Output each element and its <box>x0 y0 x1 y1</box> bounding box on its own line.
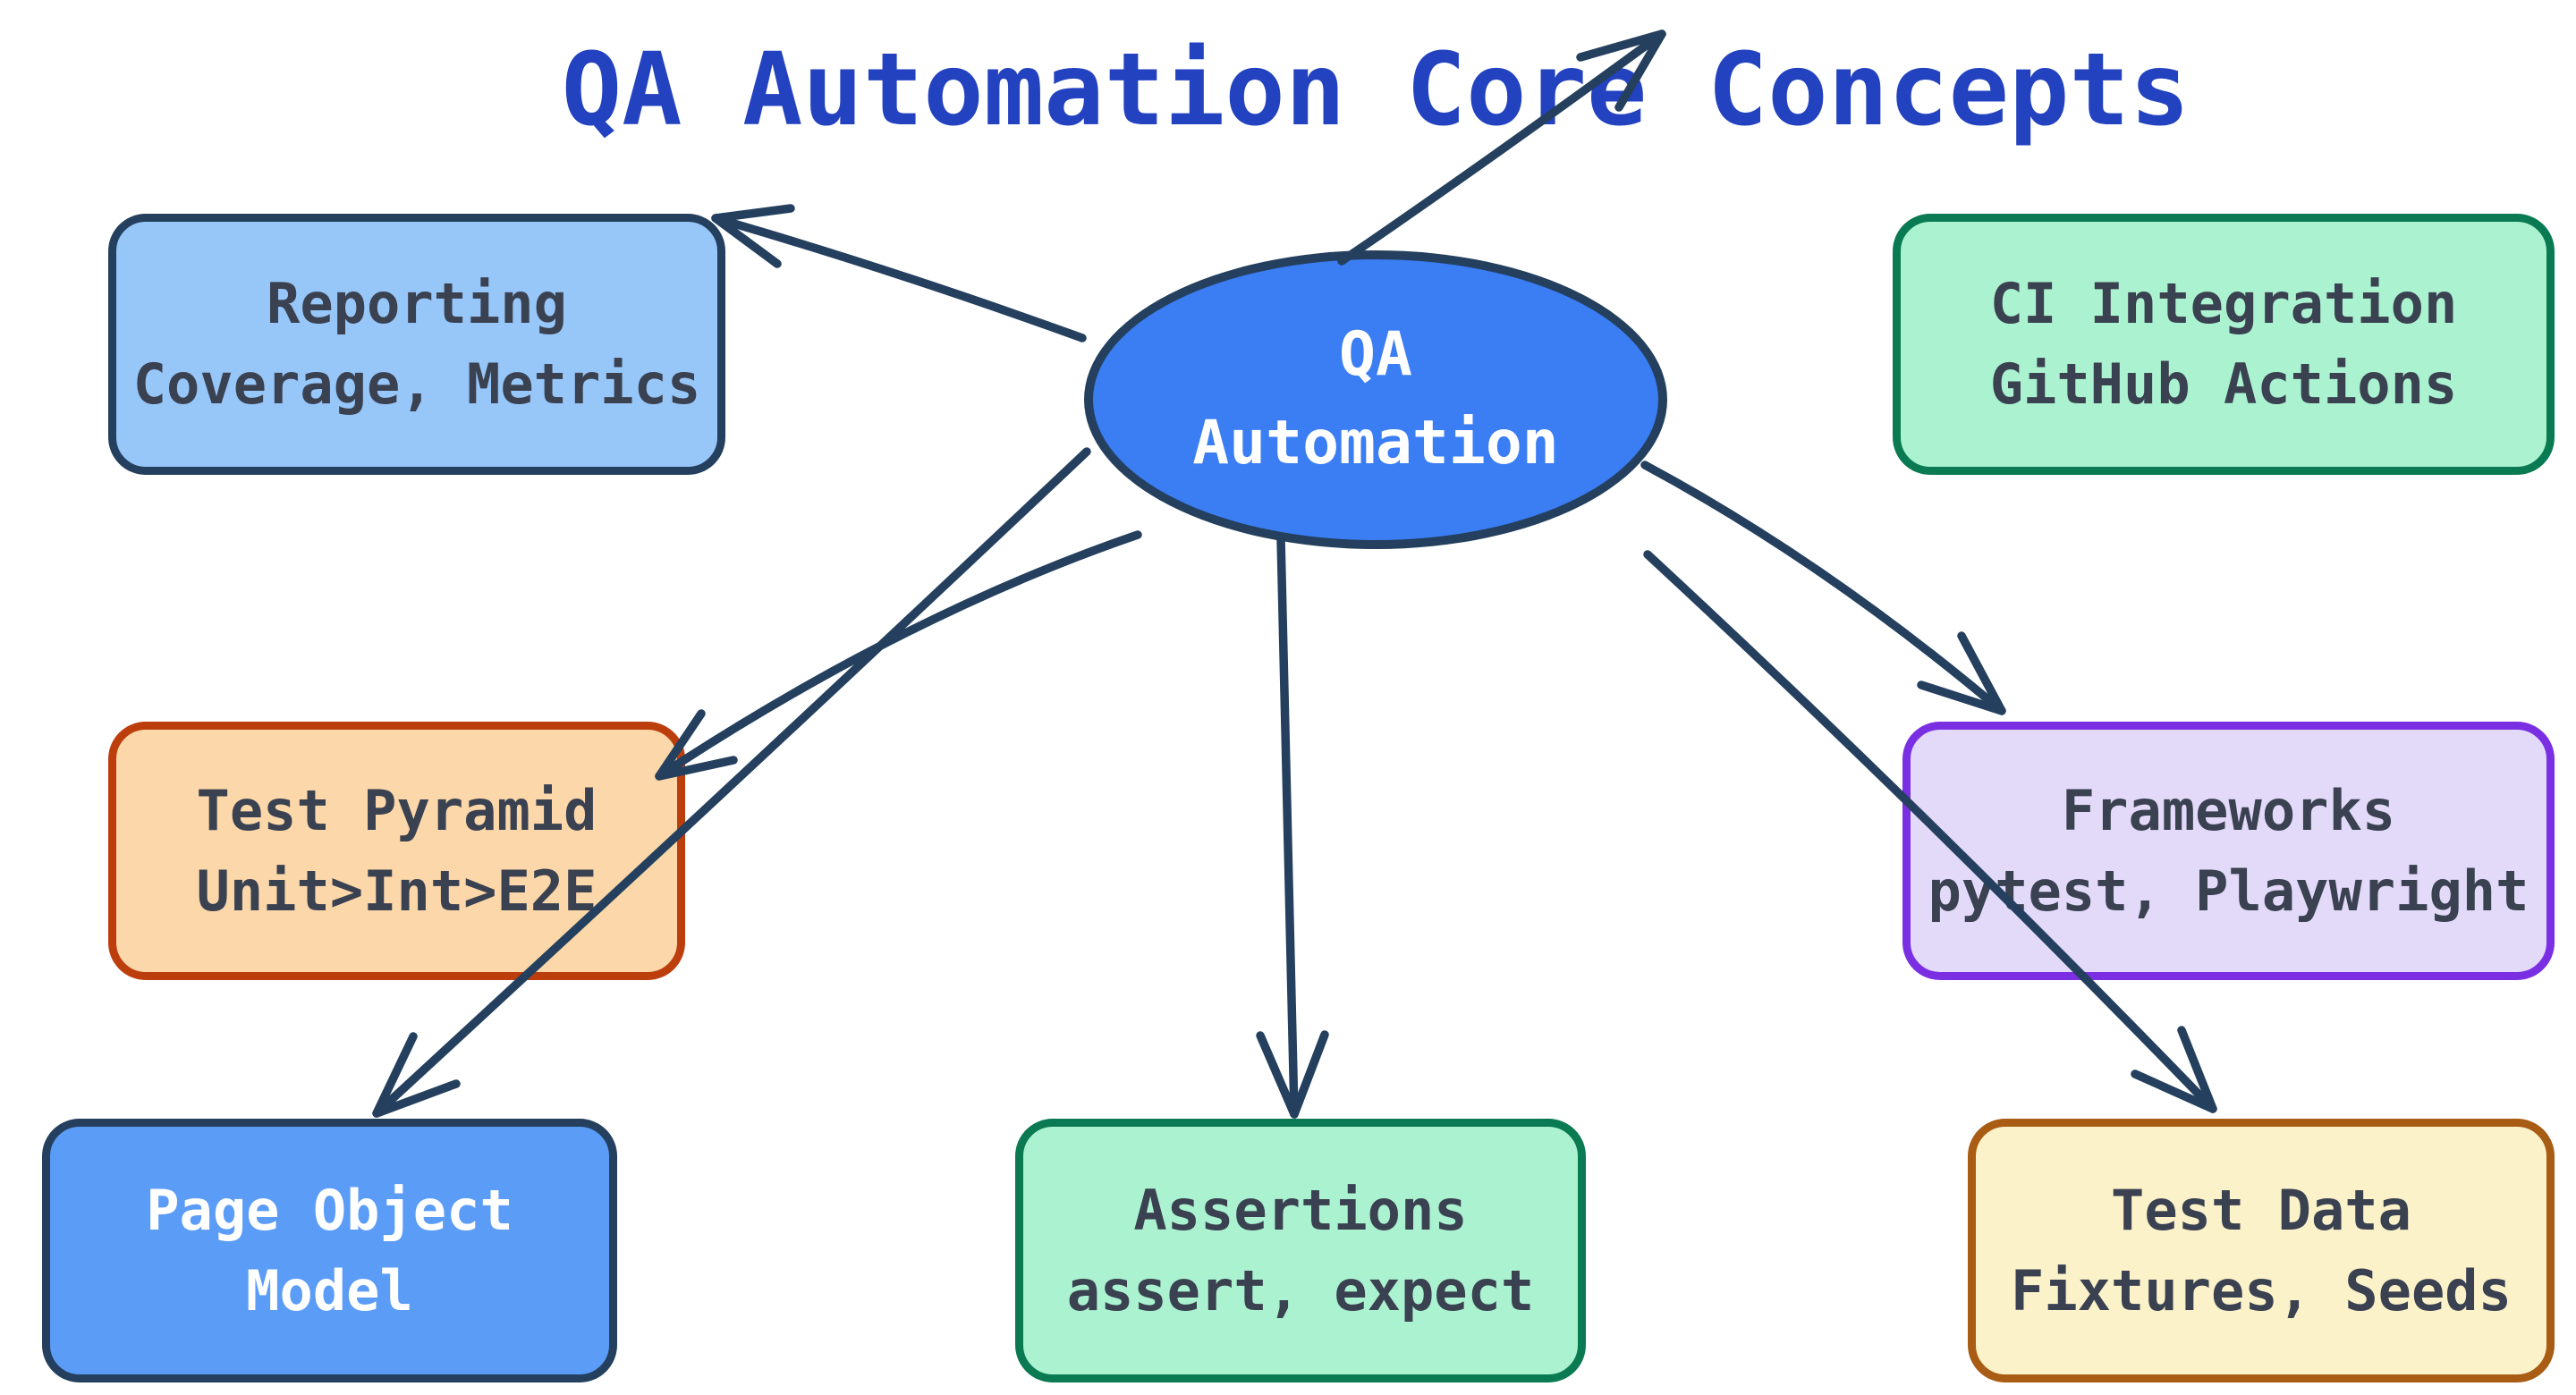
node-test-pyramid-line2: Unit>Int>E2E <box>196 858 597 924</box>
node-test-pyramid-line1: Test Pyramid <box>196 777 597 843</box>
node-assertions: Assertions assert, expect <box>1015 1119 1586 1382</box>
node-assertions-line2: assert, expect <box>1066 1257 1535 1323</box>
node-test-pyramid: Test Pyramid Unit>Int>E2E <box>108 722 685 980</box>
node-test-data-line1: Test Data <box>2111 1177 2411 1243</box>
edge-qa-to-reporting <box>711 214 1087 342</box>
node-qa-automation-line1: QA <box>1339 319 1412 391</box>
node-reporting: Reporting Coverage, Metrics <box>108 214 725 475</box>
node-ci-integration-line1: CI Integration <box>1989 271 2458 337</box>
node-page-object-model-line2: Model <box>246 1257 413 1323</box>
node-ci-integration: CI Integration GitHub Actions <box>1893 214 2555 475</box>
edge-qa-to-test-data-arrowhead-icon <box>2131 1026 2217 1113</box>
edge-qa-to-pyramid <box>655 530 1142 781</box>
node-test-data: Test Data Fixtures, Seeds <box>1968 1119 2555 1382</box>
edge-qa-to-assertions-arrowhead-icon <box>1256 1030 1329 1119</box>
node-ci-integration-line2: GitHub Actions <box>1989 351 2458 417</box>
node-frameworks-line1: Frameworks <box>2061 777 2396 843</box>
node-frameworks-line2: pytest, Playwright <box>1928 858 2529 924</box>
node-assertions-line1: Assertions <box>1133 1177 1468 1243</box>
diagram-title: QA Automation Core Concepts <box>561 32 2190 148</box>
edge-qa-to-frameworks <box>1640 461 2006 715</box>
edge-qa-to-reporting-arrowhead-icon <box>711 204 795 268</box>
node-qa-automation-line2: Automation <box>1192 408 1559 478</box>
edge-qa-to-page-object-arrowhead-icon <box>372 1032 461 1118</box>
edge-qa-to-frameworks-arrowhead-icon <box>1917 631 2006 715</box>
node-reporting-line2: Coverage, Metrics <box>132 351 701 417</box>
node-page-object-model: Page Object Model <box>42 1119 617 1382</box>
node-test-data-line2: Fixtures, Seeds <box>2011 1257 2512 1323</box>
node-reporting-line1: Reporting <box>267 271 567 337</box>
edge-qa-to-assertions <box>1276 534 1299 1119</box>
node-page-object-model-line1: Page Object <box>146 1177 513 1243</box>
node-qa-automation: QA Automation <box>1084 250 1667 549</box>
node-frameworks: Frameworks pytest, Playwright <box>1902 722 2555 980</box>
